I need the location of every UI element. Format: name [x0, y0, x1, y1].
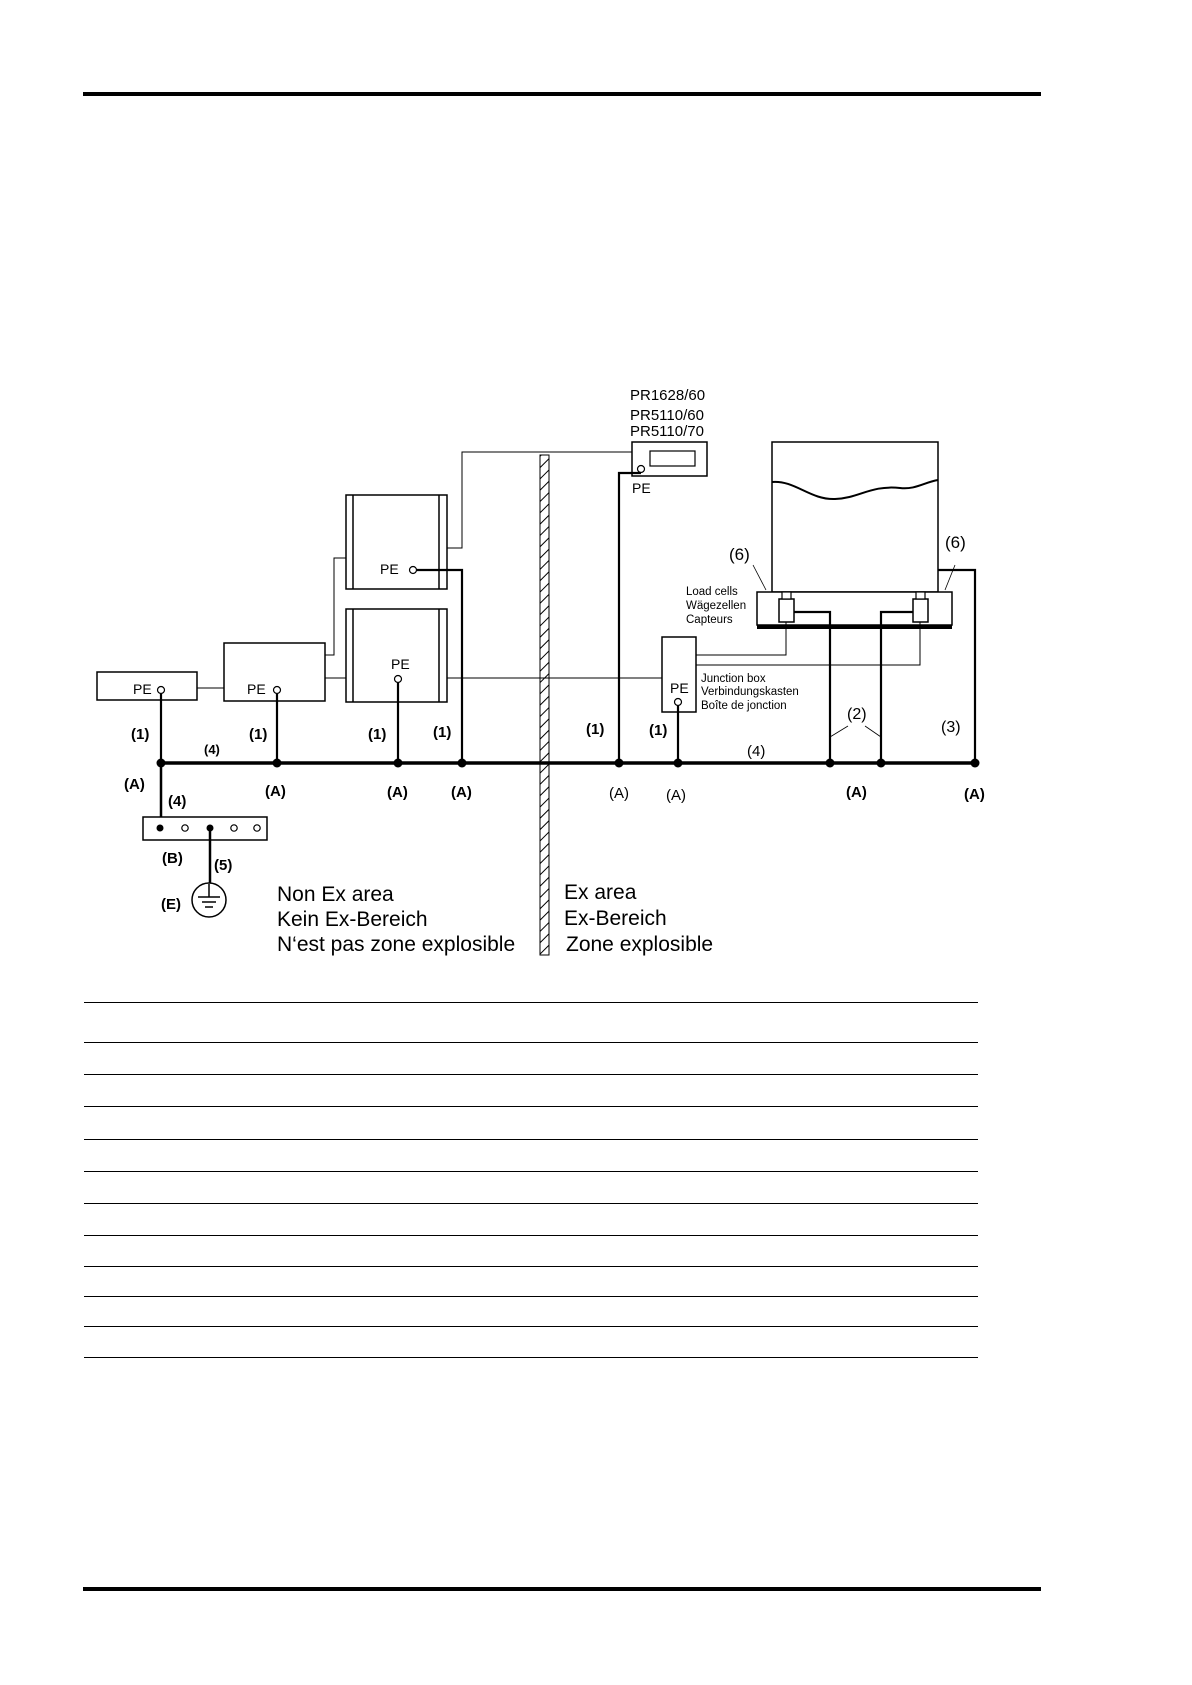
non-ex-area-fr: N‘est pas zone explosible [277, 933, 515, 956]
model-label-3: PR5110/70 [630, 423, 704, 440]
junction-box-de: Verbindungskasten [701, 686, 799, 698]
load-cells-fr: Capteurs [686, 614, 733, 626]
non-ex-area-de: Kein Ex-Bereich [277, 908, 428, 931]
table-line [84, 1171, 978, 1172]
label-e: (E) [161, 896, 181, 913]
label-1-e: (1) [586, 721, 604, 738]
label-a-bus: (A) [124, 776, 145, 793]
pe-label-1: PE [133, 681, 152, 697]
table-line [84, 1326, 978, 1327]
label-b: (B) [162, 850, 183, 867]
label-1-a: (1) [131, 726, 149, 743]
ex-area-fr: Zone explosible [566, 933, 713, 956]
table-line [84, 1266, 978, 1267]
pe-terminal-instrument [636, 464, 646, 474]
table-line [84, 1235, 978, 1236]
pe-terminal-3 [408, 565, 418, 575]
label-a-4: (A) [609, 785, 629, 802]
label-5: (5) [214, 857, 232, 874]
table-line [84, 1139, 978, 1140]
pe-label-3: PE [380, 561, 399, 577]
label-4-left: (4) [204, 742, 220, 757]
table-line [84, 1296, 978, 1297]
label-1-f: (1) [649, 722, 667, 739]
label-1-d: (1) [433, 724, 451, 741]
load-cells-en: Load cells [686, 586, 738, 598]
table-line [84, 1074, 978, 1075]
table-line [84, 1002, 978, 1003]
label-4-bar: (4) [168, 793, 186, 810]
label-2: (2) [847, 706, 867, 723]
ex-area-en: Ex area [564, 881, 637, 904]
device-box-1 [96, 671, 198, 701]
ex-area-de: Ex-Bereich [564, 907, 667, 930]
non-ex-area-en: Non Ex area [277, 883, 394, 906]
pe-label-2: PE [247, 681, 266, 697]
table-line [84, 1106, 978, 1107]
label-a-5: (A) [666, 787, 686, 804]
label-6-right: (6) [945, 533, 966, 552]
top-rule [83, 92, 1041, 96]
earth-ground-icon [191, 882, 227, 918]
label-a-7: (A) [964, 786, 985, 803]
table-line [84, 1042, 978, 1043]
pe-terminal-1 [156, 685, 166, 695]
label-a-1: (A) [265, 783, 286, 800]
label-a-6: (A) [846, 784, 867, 801]
pe-terminal-4 [393, 674, 403, 684]
pe-label-instrument: PE [632, 480, 651, 496]
pe-terminal-junction [673, 697, 683, 707]
label-6-left: (6) [729, 545, 750, 564]
table-line [84, 1357, 978, 1358]
table-line [84, 1203, 978, 1204]
cabinet-lower [345, 608, 448, 703]
bonding-bar [142, 816, 268, 841]
junction-box-en: Junction box [701, 673, 766, 685]
instrument-display [649, 450, 696, 467]
model-label-1: PR1628/60 [630, 387, 705, 404]
pe-terminal-2 [272, 685, 282, 695]
cabinet-upper [345, 494, 448, 590]
ex-barrier [539, 454, 550, 956]
label-1-b: (1) [249, 726, 267, 743]
label-4-right: (4) [747, 743, 765, 760]
label-3: (3) [941, 719, 961, 736]
label-a-2: (A) [387, 784, 408, 801]
label-1-c: (1) [368, 726, 386, 743]
label-a-3: (A) [451, 784, 472, 801]
pe-label-4: PE [391, 656, 410, 672]
junction-box-fr: Boîte de jonction [701, 700, 787, 712]
load-cells-de: Wägezellen [686, 600, 746, 612]
pe-label-junction: PE [670, 680, 689, 696]
bottom-rule [83, 1587, 1041, 1591]
model-label-2: PR5110/60 [630, 407, 704, 424]
